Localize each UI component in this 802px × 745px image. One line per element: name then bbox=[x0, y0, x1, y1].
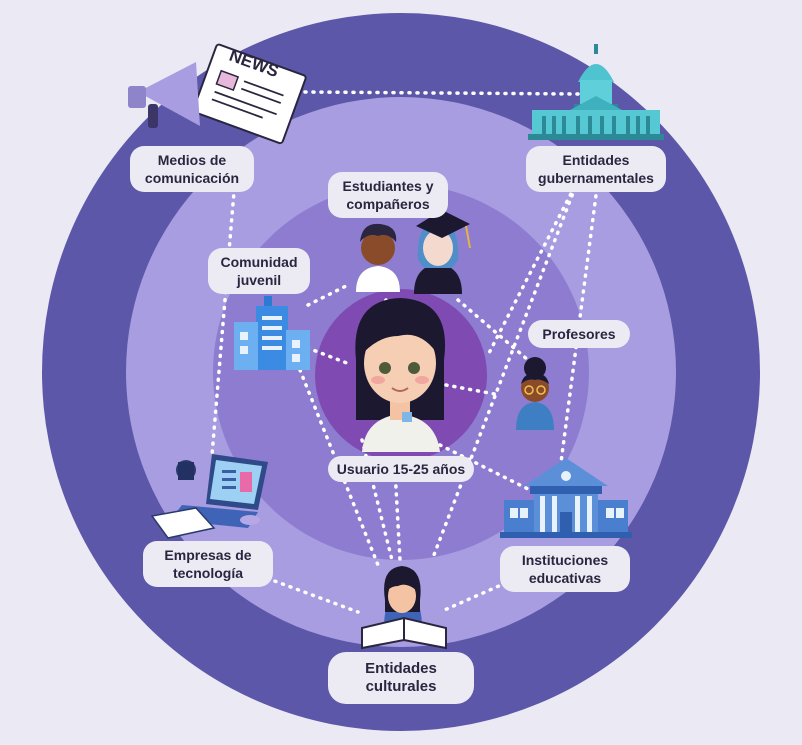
label-empresas: Empresas de tecnología bbox=[143, 541, 273, 587]
reading-person-icon bbox=[361, 566, 447, 650]
user-avatar-icon bbox=[355, 298, 446, 452]
university-building-icon bbox=[500, 458, 632, 538]
label-instituciones: Instituciones educativas bbox=[500, 546, 630, 592]
laptop-icon bbox=[150, 454, 268, 539]
teacher-icon bbox=[516, 357, 554, 430]
label-center-user: Usuario 15-25 años bbox=[328, 456, 474, 482]
label-comunidad: Comunidad juvenil bbox=[208, 248, 310, 294]
capitol-building-icon bbox=[528, 44, 664, 140]
label-estudiantes: Estudiantes y compañeros bbox=[328, 172, 448, 218]
label-profesores: Profesores bbox=[528, 320, 630, 348]
label-medios: Medios de comunicación bbox=[130, 146, 254, 192]
label-culturales: Entidades culturales bbox=[328, 652, 474, 704]
label-gobierno: Entidades gubernamentales bbox=[526, 146, 666, 192]
students-icon bbox=[356, 210, 471, 294]
office-building-icon bbox=[234, 296, 310, 370]
newspaper-megaphone-icon bbox=[128, 43, 307, 145]
